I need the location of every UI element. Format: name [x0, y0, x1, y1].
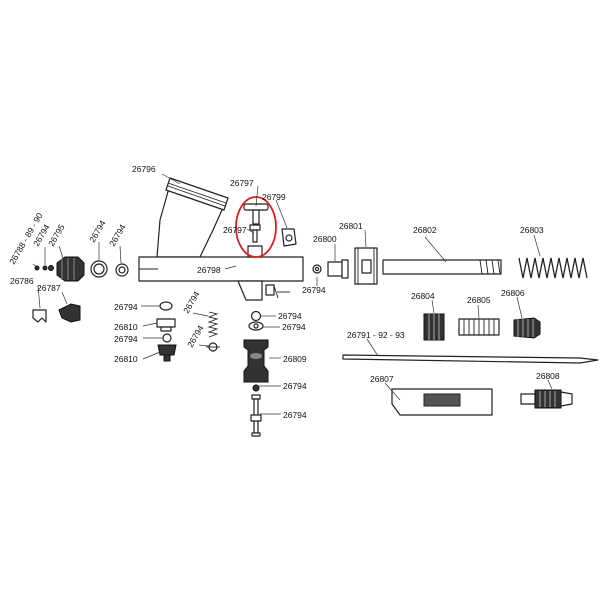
air-valve-parts: [243, 310, 269, 437]
label-26798: 26798: [197, 265, 221, 275]
label-26794-center-4: 26794: [283, 410, 307, 420]
label-26810-b: 26810: [114, 354, 138, 364]
label-26801: 26801: [339, 221, 363, 231]
label-26808: 26808: [536, 371, 560, 381]
label-26794-bottom-1: 26794: [114, 302, 138, 312]
label-26786: 26786: [10, 276, 34, 286]
label-26794-center-1: 26794: [278, 311, 302, 321]
spring-26803: [518, 257, 588, 279]
label-26805: 26805: [467, 295, 491, 305]
label-26799: 26799: [262, 192, 286, 202]
label-26803: 26803: [520, 225, 544, 235]
left-parts: [32, 256, 129, 323]
label-26794-center-2: 26794: [282, 322, 306, 332]
label-26806: 26806: [501, 288, 525, 298]
trigger-parts: [235, 196, 297, 258]
label-26804: 26804: [411, 291, 435, 301]
label-26809: 26809: [283, 354, 307, 364]
label-26787: 26787: [37, 283, 61, 293]
label-26802: 26802: [413, 225, 437, 235]
highlight-circle: [235, 196, 277, 258]
label-26794-bottom-2: 26794: [181, 289, 202, 315]
label-26807: 26807: [370, 374, 394, 384]
label-26794-bottom-3: 26794: [114, 334, 138, 344]
airbrush-body: [138, 177, 304, 301]
lower-right-parts: [342, 313, 599, 416]
right-parts: [312, 247, 588, 285]
label-26797-top: 26797: [230, 178, 254, 188]
label-26794-left-2: 26794: [87, 218, 108, 244]
label-26796: 26796: [132, 164, 156, 174]
part-labels: 26796 26797 26799 26797 26798 26788 - 89…: [7, 164, 560, 420]
label-26800: 26800: [313, 234, 337, 244]
valve-parts: [156, 301, 220, 362]
label-26797-lower: 26797: [223, 225, 247, 235]
leader-lines: [32, 173, 553, 415]
label-26794-center-3: 26794: [283, 381, 307, 391]
label-26794-right-1: 26794: [302, 285, 326, 295]
label-26794-left-3: 26794: [107, 222, 128, 248]
label-26791-92-93: 26791 - 92 - 93: [347, 330, 405, 340]
label-26810-a: 26810: [114, 322, 138, 332]
